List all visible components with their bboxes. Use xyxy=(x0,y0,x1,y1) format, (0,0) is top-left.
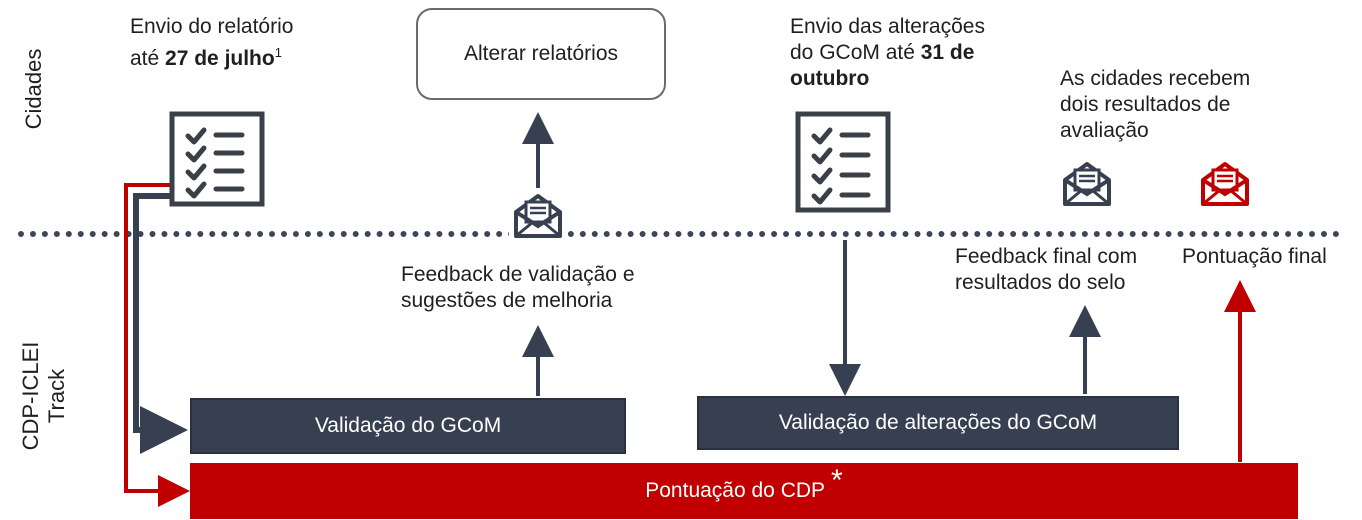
envio-alteracoes-text: Envio das alterações do GCoM até 31 de o… xyxy=(790,14,985,92)
feedback-validacao-line2: sugestões de melhoria xyxy=(401,289,613,312)
alteracoes-line2: do GCoM até 31 de xyxy=(790,40,985,66)
alteracoes-date-part2: outubro xyxy=(790,67,870,90)
feedback-validacao-line1: Feedback de validação e xyxy=(401,263,635,286)
pontuacao-cdp-bar: Pontuação do CDP * xyxy=(190,463,1298,519)
pontuacao-final-text: Pontuação final xyxy=(1182,245,1327,268)
feedback-validacao-text: Feedback de validação e sugestões de mel… xyxy=(401,262,635,314)
resultados-line2: dois resultados de xyxy=(1060,93,1231,116)
alteracoes-line2-pre: do GCoM até xyxy=(790,41,921,64)
alteracoes-line3: outubro xyxy=(790,66,985,92)
pontuacao-cdp-asterisk: * xyxy=(831,464,843,497)
envio-line2: até 27 de julho1 xyxy=(130,40,293,72)
validacao-alteracoes-label: Validação de alterações do GCoM xyxy=(778,411,1098,434)
envio-line2-pre: até xyxy=(130,47,166,70)
validacao-alteracoes-bar: Validação de alterações do GCoM xyxy=(697,396,1179,450)
envelope-icon-red xyxy=(1201,162,1249,206)
envelope-icon xyxy=(1063,162,1111,206)
connector-navy-validacao xyxy=(133,193,188,454)
validacao-gcom-label: Validação do GCoM xyxy=(314,414,502,437)
lane-separator xyxy=(18,231,1340,237)
validacao-gcom-bar: Validação do GCoM xyxy=(190,398,626,454)
envelope-icon xyxy=(509,188,567,240)
alterar-relatorios-box: Alterar relatórios xyxy=(416,8,666,100)
connector-red-cdp xyxy=(124,183,190,507)
feedback-final-line2: resultados do selo xyxy=(955,271,1126,294)
resultados-line1: As cidades recebem xyxy=(1060,67,1251,90)
envio-date: 27 de julho xyxy=(165,47,275,70)
envio-footnote: 1 xyxy=(274,45,282,60)
checklist-icon xyxy=(169,111,265,207)
resultados-line3: avaliação xyxy=(1060,119,1149,142)
checklist-icon xyxy=(795,111,891,213)
feedback-final-line1: Feedback final com xyxy=(955,245,1138,268)
feedback-final-text: Feedback final com resultados do selo xyxy=(955,244,1137,296)
alteracoes-date-part1: 31 de xyxy=(920,41,975,64)
envio-line1: Envio do relatório xyxy=(130,15,294,38)
alteracoes-line1: Envio das alterações xyxy=(790,15,985,38)
envio-relatorio-text: Envio do relatório até 27 de julho1 xyxy=(130,14,293,72)
pontuacao-cdp-label: Pontuação do CDP xyxy=(645,479,826,502)
resultados-text: As cidades recebem dois resultados de av… xyxy=(1060,66,1250,144)
